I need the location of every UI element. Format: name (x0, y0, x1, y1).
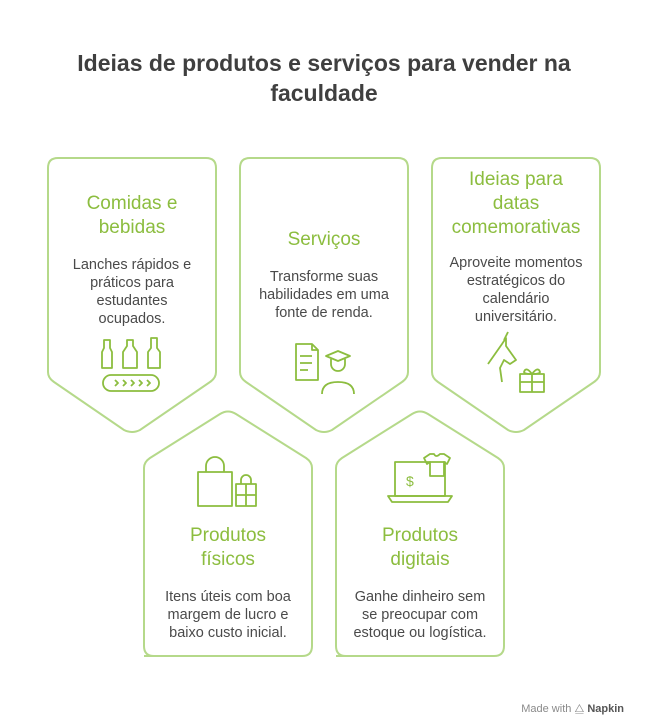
napkin-brand: Napkin (587, 703, 624, 715)
laptop-tshirt-icon: $ (387, 453, 453, 503)
card-frame-datas (431, 157, 601, 433)
card-title: Produtos digitais (381, 525, 459, 570)
footer-attribution[interactable]: Made with ⧋ Napkin (521, 703, 624, 716)
card-produtos-digitais: Produtos digitais Ganhe dinheiro sem se … (342, 524, 498, 642)
card-title: Ideias para datas comemorativas (451, 169, 581, 238)
card-description: Ganhe dinheiro sem se preocupar com esto… (353, 589, 487, 641)
card-description: Lanches rápidos e práticos para estudant… (72, 257, 192, 327)
card-title: Serviços (287, 229, 361, 250)
unicorn-gift-icon (487, 331, 545, 393)
card-servicos: Serviços Transforme suas habilidades em … (250, 228, 398, 322)
certificate-graduate-icon (295, 343, 355, 395)
made-with-label: Made with (521, 703, 572, 715)
card-datas-comemorativas: Ideias para datas comemorativas Aproveit… (442, 168, 590, 326)
card-frame-digitais (335, 410, 505, 657)
card-frame-comidas (47, 157, 217, 433)
card-title: Produtos físicos (189, 525, 267, 570)
card-description: Transforme suas habilidades em uma fonte… (259, 269, 389, 321)
bottles-conveyor-icon (101, 337, 161, 392)
card-description: Aproveite momentos estratégicos do calen… (449, 255, 583, 325)
card-description: Itens úteis com boa margem de lucro e ba… (165, 589, 291, 641)
shopping-bags-icon (197, 456, 257, 507)
card-frame-servicos (239, 157, 409, 433)
card-comidas-bebidas: Comidas e bebidas Lanches rápidos e prát… (58, 192, 206, 328)
page-title: Ideias de produtos e serviços para vende… (24, 48, 624, 108)
card-produtos-fisicos: Produtos físicos Itens úteis com boa mar… (150, 524, 306, 642)
svg-text:$: $ (406, 473, 414, 489)
card-frame-fisicos (143, 410, 313, 657)
card-title: Comidas e bebidas (86, 193, 178, 238)
napkin-logo-icon: ⧋ (574, 703, 585, 715)
page-title-line-1: Ideias de produtos e serviços para vende… (77, 50, 571, 76)
page-title-line-2: faculdade (270, 80, 378, 106)
